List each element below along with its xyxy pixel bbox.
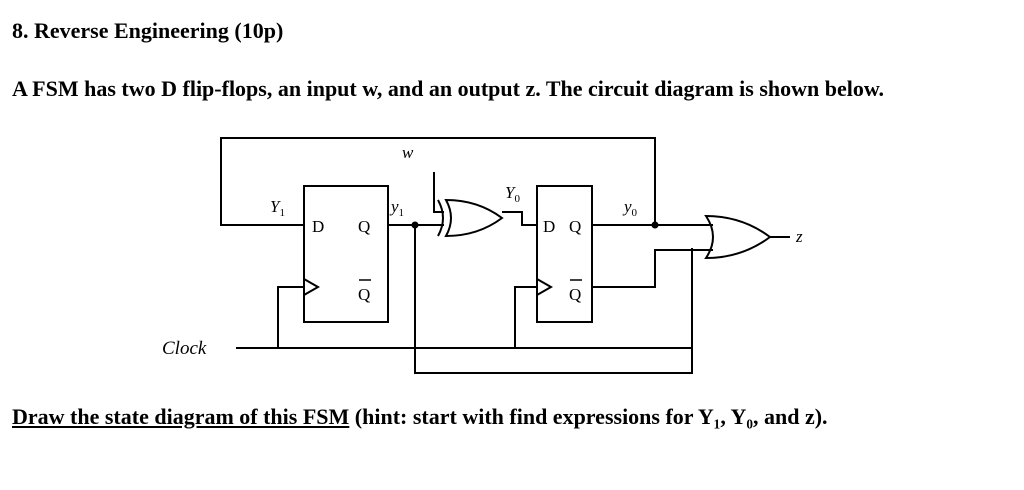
junction-y0 <box>651 221 659 229</box>
or-gate <box>704 214 772 260</box>
ff1-clock-triangle <box>303 278 321 296</box>
wire-clock-ff0 <box>514 286 537 348</box>
flip-flop-0 <box>536 185 593 323</box>
state-y1-label: y1 <box>389 197 404 219</box>
wire-feedback-y0 <box>220 137 656 226</box>
output-z-label: z <box>795 227 803 246</box>
state-y0-label: y0 <box>622 197 638 219</box>
wire-qbar0-to-or <box>592 249 713 288</box>
wire-xor-to-d0 <box>502 211 537 226</box>
ff1-qbar-pin: Q <box>358 285 370 304</box>
task-rest-text: (hint: start with find expressions for Y… <box>349 404 828 429</box>
ff1-d-pin: D <box>312 217 324 236</box>
question-heading: 8. Reverse Engineering (10p) <box>12 18 284 43</box>
next-state-y1-label: Y1 <box>270 197 285 219</box>
ff0-d-pin: D <box>543 217 555 236</box>
clock-label: Clock <box>162 338 207 359</box>
next-state-y0-label: Y0 <box>505 183 520 205</box>
question-intro: A FSM has two D flip-flops, an input w, … <box>12 76 885 101</box>
wire-clock-ff1 <box>277 286 304 348</box>
wire-y1-bottom <box>414 225 693 374</box>
junction-y1 <box>411 221 419 229</box>
question-task: Draw the state diagram of this FSM (hint… <box>12 404 828 430</box>
wire-w-input <box>433 172 444 213</box>
ff0-qbar-pin: Q <box>569 285 581 304</box>
ff0-clock-triangle <box>536 278 554 296</box>
ff0-q-pin: Q <box>569 217 581 236</box>
task-underlined-text: Draw the state diagram of this FSM <box>12 404 350 429</box>
ff1-q-pin: Q <box>358 217 370 236</box>
xor-gate <box>437 198 504 238</box>
input-w-label: w <box>402 143 414 162</box>
flip-flop-1 <box>303 185 389 323</box>
